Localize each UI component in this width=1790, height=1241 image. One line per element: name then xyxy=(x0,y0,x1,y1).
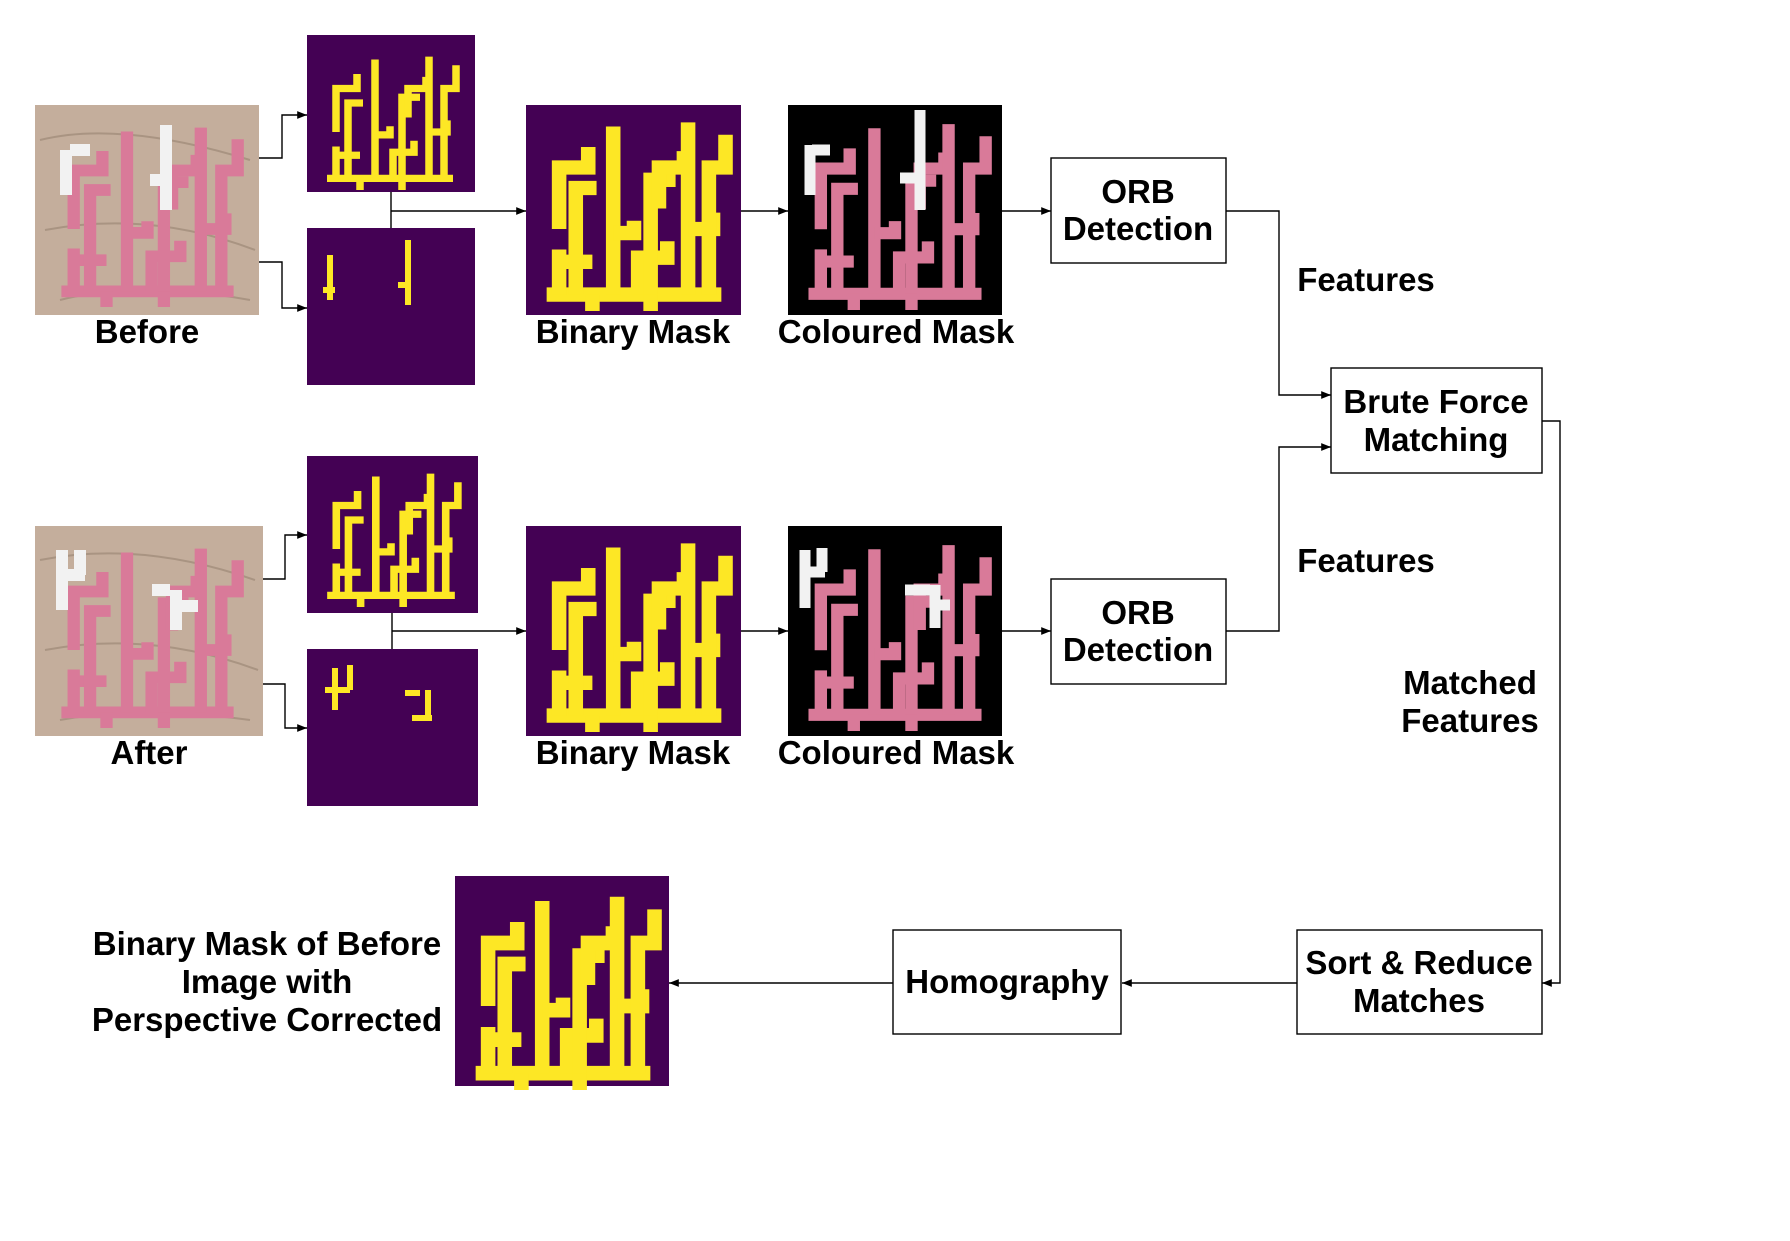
orb-bottom-line1: ORB xyxy=(1101,594,1174,631)
brute-force-line2: Matching xyxy=(1364,421,1509,458)
orb-top-line2: Detection xyxy=(1063,210,1213,247)
binary-mask-bottom-label: Binary Mask xyxy=(536,734,731,771)
after-mask-white xyxy=(307,649,478,806)
corrected-binary-mask xyxy=(455,876,669,1090)
output-label-line3: Perspective Corrected xyxy=(92,1001,442,1038)
sort-reduce-line2: Matches xyxy=(1353,982,1485,1019)
orb-top-line1: ORB xyxy=(1101,173,1174,210)
before-mask-white xyxy=(307,228,475,385)
coloured-mask-top: Coloured Mask xyxy=(778,105,1015,350)
binary-mask-top-label: Binary Mask xyxy=(536,313,731,350)
after-photo: After xyxy=(35,526,263,771)
after-mask-pink xyxy=(307,456,478,613)
matched-features-line2: Features xyxy=(1401,702,1539,739)
orb-detection-bottom-box: ORB Detection xyxy=(1050,578,1227,685)
orb-detection-top-box: ORB Detection xyxy=(1050,157,1227,264)
binary-mask-top: Binary Mask xyxy=(526,105,741,350)
before-photo: Before xyxy=(35,105,259,350)
brute-force-matching-box: Brute Force Matching xyxy=(1330,367,1543,474)
homography-box: Homography xyxy=(892,929,1122,1035)
binary-mask-bottom: Binary Mask xyxy=(526,526,741,771)
brute-force-line1: Brute Force xyxy=(1343,383,1528,420)
sort-reduce-matches-box: Sort & Reduce Matches xyxy=(1296,929,1543,1035)
before-label: Before xyxy=(95,313,200,350)
output-label-line2: Image with xyxy=(182,963,353,1000)
after-label: After xyxy=(110,734,187,771)
coloured-mask-bottom: Coloured Mask xyxy=(778,526,1015,771)
coloured-mask-top-label: Coloured Mask xyxy=(778,313,1015,350)
sort-reduce-line1: Sort & Reduce xyxy=(1305,944,1532,981)
matched-features-line1: Matched xyxy=(1403,664,1537,701)
before-mask-pink xyxy=(307,35,475,192)
homography-line1: Homography xyxy=(905,963,1109,1000)
coloured-mask-bottom-label: Coloured Mask xyxy=(778,734,1015,771)
orb-bottom-line2: Detection xyxy=(1063,631,1213,668)
features-bottom-label: Features xyxy=(1297,542,1435,579)
features-top-label: Features xyxy=(1297,261,1435,298)
output-label-line1: Binary Mask of Before xyxy=(93,925,441,962)
